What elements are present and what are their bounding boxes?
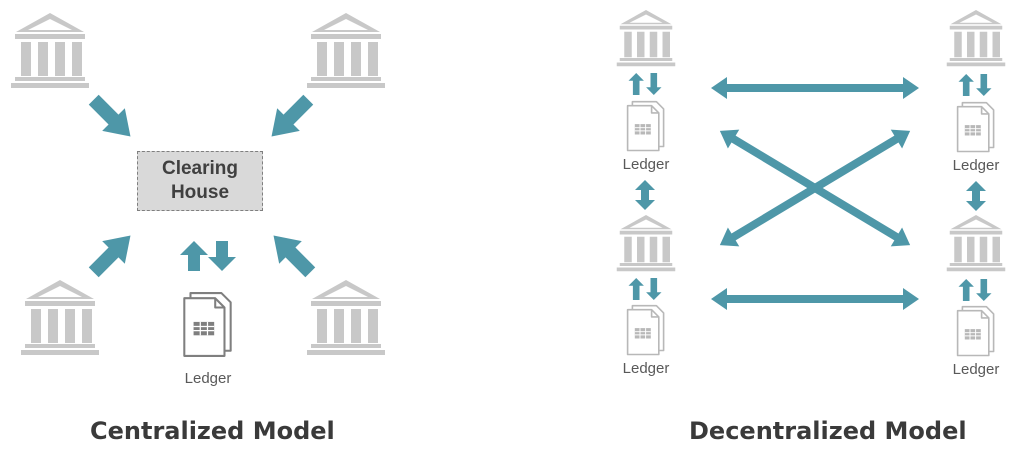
ledger-label: Ledger (184, 370, 232, 387)
ledger-icon (626, 100, 665, 152)
ledger-label: Ledger (952, 157, 1000, 174)
decentralized-model-title: Decentralized Model (689, 417, 967, 445)
exchange-arrows-icon (180, 241, 236, 271)
double-arrow-icon (719, 129, 911, 247)
bank-icon (11, 13, 89, 88)
exchange-arrows-icon (628, 73, 662, 95)
ledger-icon (626, 304, 665, 356)
double-arrow-icon (711, 288, 919, 310)
bank-icon (946, 215, 1006, 272)
ledger-label: Ledger (952, 361, 1000, 378)
bank-icon (616, 215, 676, 272)
ledger-icon (183, 292, 232, 357)
ledger-label: Ledger (622, 156, 670, 173)
double-arrow-icon (635, 180, 655, 210)
ledger-icon (956, 101, 995, 153)
bank-icon (946, 10, 1006, 67)
clearing-house-box: Clearing House (137, 151, 263, 211)
ledger-label: Ledger (622, 360, 670, 377)
centralized-model (11, 13, 385, 357)
exchange-arrows-icon (628, 278, 662, 300)
bank-icon (616, 10, 676, 67)
bank-icon (307, 13, 385, 88)
arrow-icon (273, 235, 316, 278)
bank-icon (307, 280, 385, 355)
double-arrow-icon (711, 77, 919, 99)
clearing-house-label: Clearing House (161, 158, 239, 203)
arrow-icon (88, 235, 131, 278)
exchange-arrows-icon (958, 74, 992, 96)
double-arrow-icon (966, 181, 986, 211)
bank-icon (21, 280, 99, 355)
arrow-icon (88, 94, 131, 137)
ledger-icon (956, 305, 995, 357)
exchange-arrows-icon (958, 279, 992, 301)
decentralized-model (616, 10, 1006, 357)
arrow-icon (271, 94, 314, 137)
centralized-model-title: Centralized Model (90, 417, 335, 445)
